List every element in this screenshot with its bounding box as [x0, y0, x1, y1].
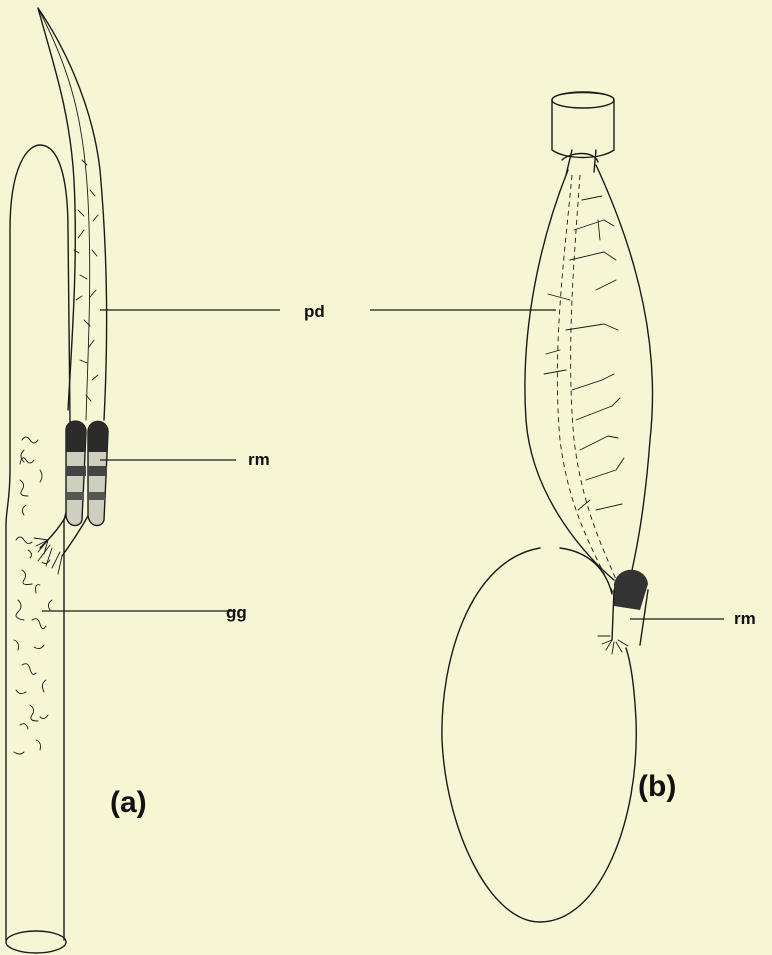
tube-opening [6, 931, 66, 953]
gut-tube [6, 145, 71, 940]
round-sac [442, 548, 636, 922]
ring-muscle-b [614, 570, 648, 610]
top-block [552, 93, 614, 158]
label-gg: gg [226, 603, 247, 622]
label-rm-a: rm [248, 450, 270, 469]
pancreatic-duct-a [38, 8, 107, 420]
panel-b-label: (b) [638, 770, 676, 803]
duct-sac [525, 165, 653, 580]
panel-a-label: (a) [110, 786, 147, 819]
gland-tissue [14, 437, 52, 754]
label-pd: pd [304, 302, 325, 321]
ring-muscle-a [40, 421, 108, 556]
label-rm-b: rm [734, 609, 756, 628]
pancreatic-duct-b [557, 175, 616, 600]
